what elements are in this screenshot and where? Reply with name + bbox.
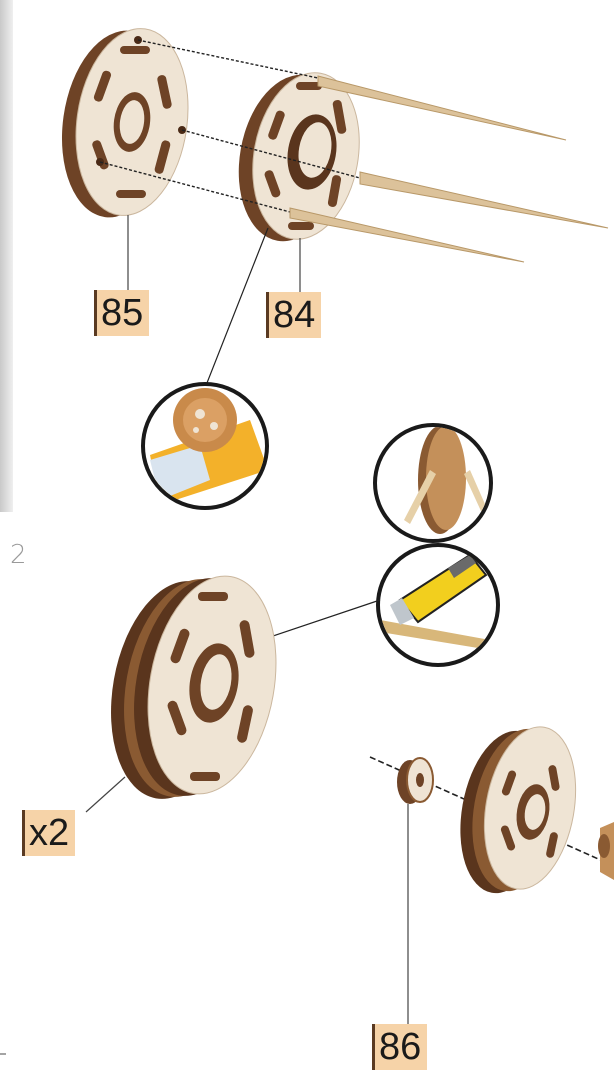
part-label-86: 86	[372, 1024, 427, 1070]
leader-x2	[86, 777, 125, 812]
part-label-84: 84	[266, 292, 321, 338]
part-label-85: 85	[94, 290, 149, 336]
disc-85-icon	[50, 21, 199, 224]
glue-detail-zoom-icon	[143, 384, 268, 508]
leader-detail-3	[270, 600, 380, 637]
double-wheel-icon	[95, 566, 292, 809]
quantity-label: x2	[22, 810, 75, 856]
wheel-on-axle-icon	[448, 720, 587, 901]
step-number: 2	[10, 540, 27, 570]
leader-detail-1	[205, 228, 268, 388]
rod-insert-detail-zoom-icon	[375, 425, 492, 541]
knife-glue-detail-zoom-icon	[378, 545, 498, 665]
spacer-86-icon	[397, 758, 433, 804]
axle-end-part-icon	[598, 822, 614, 880]
